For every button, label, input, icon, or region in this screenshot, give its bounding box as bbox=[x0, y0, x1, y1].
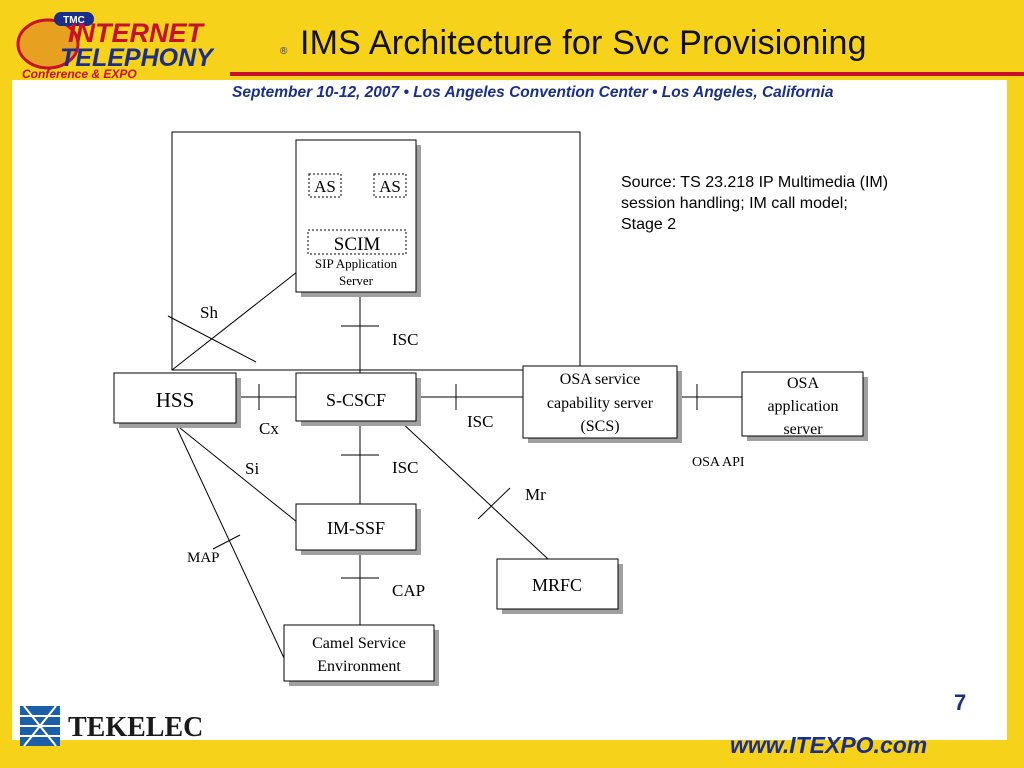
link-hss-sipas bbox=[171, 271, 298, 371]
slide-title: IMS Architecture for Svc Provisioning bbox=[300, 24, 867, 62]
tick-mr bbox=[477, 487, 511, 520]
interface-label-sh: Sh bbox=[200, 303, 218, 322]
header-rule bbox=[230, 72, 1024, 76]
source-note-line: session handling; IM call model; bbox=[621, 195, 848, 212]
scscf-node: S-CSCF bbox=[295, 372, 421, 426]
mrfc-label: MRFC bbox=[532, 575, 582, 595]
internet-telephony-logo: TMC INTERNET TELEPHONY ® Conference & EX… bbox=[16, 12, 288, 80]
logo-line1: INTERNET bbox=[68, 18, 206, 48]
osa-scs-label: OSA service bbox=[560, 371, 640, 388]
link-hss-imssf bbox=[174, 423, 298, 523]
osa-app-label: OSA bbox=[787, 375, 819, 392]
link-scscf-mrfc bbox=[399, 420, 549, 560]
hss-label: HSS bbox=[156, 388, 195, 412]
osa-app-label: server bbox=[783, 421, 823, 438]
osa-app-server-node: OSA application server bbox=[741, 371, 868, 441]
interface-label-map: MAP bbox=[187, 550, 220, 566]
scim-box bbox=[307, 229, 407, 255]
interface-label-mr: Mr bbox=[525, 485, 546, 504]
as-right-box bbox=[373, 173, 407, 198]
source-note-line: Source: TS 23.218 IP Multimedia (IM) bbox=[621, 174, 889, 191]
osa-scs-label: (SCS) bbox=[580, 418, 619, 435]
logo-line3: Conference & EXPO bbox=[22, 67, 137, 80]
sip-application-server: AS AS SCIM SIP Application Server bbox=[295, 139, 421, 297]
interface-label-isc: ISC bbox=[392, 458, 418, 477]
globe-icon bbox=[16, 18, 80, 70]
mrfc-node: MRFC bbox=[496, 558, 623, 614]
interface-label-cx: Cx bbox=[259, 419, 279, 438]
camel-label: Environment bbox=[317, 658, 401, 675]
outer-connection-frame bbox=[171, 131, 581, 371]
company-name: TEKELEC bbox=[68, 712, 203, 743]
tekelec-logo: TEKELEC bbox=[20, 705, 203, 747]
logo-line2: TELEPHONY bbox=[60, 44, 215, 72]
interface-ticks bbox=[167, 315, 698, 579]
interface-label-cap: CAP bbox=[392, 581, 425, 600]
as-right-label: AS bbox=[379, 177, 401, 196]
osa-scs-node: OSA service capability server (SCS) bbox=[522, 365, 682, 443]
imssf-label: IM-SSF bbox=[327, 518, 385, 538]
interface-label-si: Si bbox=[245, 459, 259, 478]
osa-app-label: application bbox=[767, 398, 838, 415]
as-left-box bbox=[308, 173, 342, 198]
hss-node: HSS bbox=[113, 372, 241, 428]
footer-url[interactable]: www.ITEXPO.com bbox=[730, 732, 928, 758]
interface-label-osa-api: OSA API bbox=[692, 455, 745, 470]
logo-badge: TMC bbox=[63, 15, 85, 26]
source-note-line: Stage 2 bbox=[621, 216, 677, 233]
as-left-label: AS bbox=[314, 177, 336, 196]
scscf-label: S-CSCF bbox=[326, 390, 386, 410]
sip-as-label: SIP Application bbox=[315, 256, 398, 271]
interface-label-isc: ISC bbox=[467, 412, 493, 431]
imssf-node: IM-SSF bbox=[295, 503, 421, 555]
page-number: 7 bbox=[954, 690, 967, 715]
logo-reg-mark: ® bbox=[280, 46, 288, 57]
camel-service-node: Camel Service Environment bbox=[283, 624, 439, 686]
tick-sh bbox=[167, 315, 257, 363]
scim-label: SCIM bbox=[334, 234, 381, 255]
interface-label-isc: ISC bbox=[392, 330, 418, 349]
source-note: Source: TS 23.218 IP Multimedia (IM) ses… bbox=[621, 172, 981, 235]
tick-map bbox=[212, 534, 241, 550]
osa-scs-label: capability server bbox=[547, 395, 654, 412]
sip-as-label: Server bbox=[339, 273, 374, 288]
slide-subtitle: September 10-12, 2007 • Los Angeles Conv… bbox=[232, 84, 834, 101]
camel-label: Camel Service bbox=[312, 635, 406, 652]
